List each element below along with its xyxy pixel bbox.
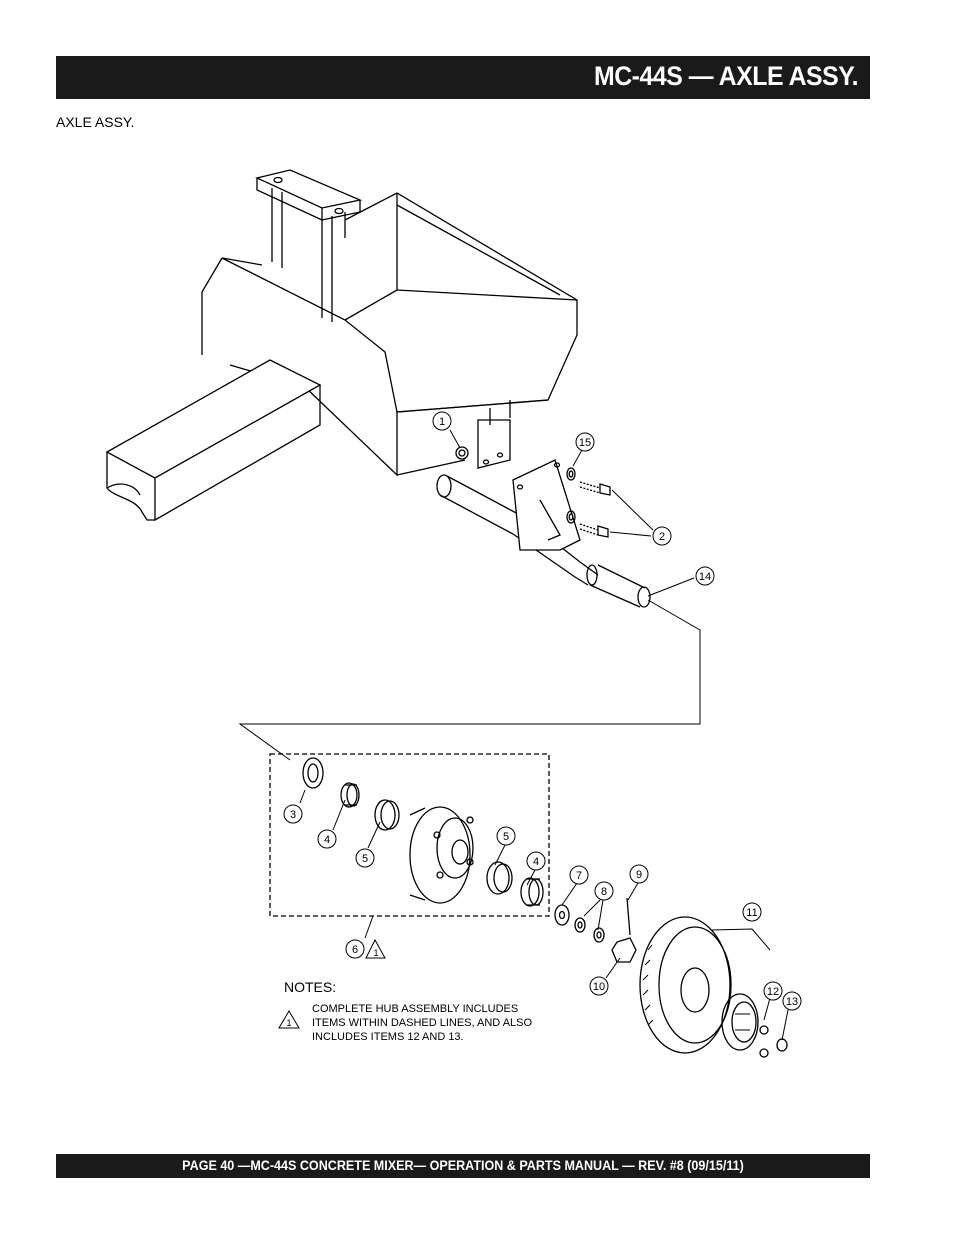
callout-5a: 5 <box>362 853 368 865</box>
callout-bubble-7 <box>569 865 589 885</box>
callout-1: 1 <box>439 416 445 428</box>
callout-bubble-13 <box>782 991 802 1011</box>
hub-note-symbol: 1 <box>373 948 378 958</box>
page-footer-text: PAGE 40 —MC-44S CONCRETE MIXER— OPERATIO… <box>182 1158 744 1173</box>
notes-heading: NOTES: <box>284 979 337 995</box>
note-line-2: ITEMS WITHIN DASHED LINES, AND ALSO <box>312 1017 533 1029</box>
callout-2: 2 <box>659 531 665 543</box>
callout-bubble-4b <box>526 851 546 871</box>
callout-bubble-2 <box>652 526 672 546</box>
callout-bubble-6 <box>345 939 365 959</box>
frame-tub <box>201 169 578 477</box>
callout-8: 8 <box>601 886 607 898</box>
hub-note-triangle <box>365 938 386 959</box>
callout-bubble-5a <box>355 848 375 868</box>
section-subtitle: AXLE ASSY. <box>56 114 135 130</box>
leader-lines <box>238 429 789 1041</box>
callout-14: 14 <box>699 571 711 583</box>
spindle-hardware <box>554 897 637 963</box>
axle-tube <box>436 474 651 608</box>
callout-bubble-4a <box>317 829 337 849</box>
hub-parts <box>302 757 544 907</box>
callout-3: 3 <box>290 809 296 821</box>
callout-12: 12 <box>767 986 779 998</box>
note-line-3: INCLUDES ITEMS 12 AND 13. <box>312 1031 464 1043</box>
callout-bubble-9 <box>629 864 649 884</box>
callout-9: 9 <box>636 869 642 881</box>
callout-bubble-5b <box>496 826 516 846</box>
callout-5b: 5 <box>503 831 509 843</box>
callout-bubble-10 <box>589 976 609 996</box>
callout-7: 7 <box>576 870 582 882</box>
callout-labels: 1 15 2 14 3 4 5 5 4 6 1 7 8 9 10 11 12 1… <box>290 416 798 1008</box>
callout-10: 10 <box>593 981 605 993</box>
page-title: MC-44S — AXLE ASSY. <box>593 61 859 91</box>
note-body: COMPLETE HUB ASSEMBLY INCLUDES ITEMS WIT… <box>312 1002 582 1044</box>
note-symbol: 1 <box>286 1018 291 1028</box>
callout-6: 6 <box>352 944 358 956</box>
callout-11: 11 <box>746 907 757 919</box>
note-line-1: COMPLETE HUB ASSEMBLY INCLUDES <box>312 1003 519 1015</box>
callout-bubble-11 <box>742 902 762 922</box>
mount-hardware <box>455 446 611 538</box>
callout-bubble-12 <box>763 981 783 1001</box>
note-triangle-icon: 1 <box>278 1010 300 1029</box>
callout-15: 15 <box>579 437 591 449</box>
axle-bracket <box>477 400 581 551</box>
callout-bubble-8 <box>594 881 614 901</box>
callout-bubbles <box>283 411 802 1011</box>
hub-assembly-dashed-box <box>269 753 550 917</box>
page-header-bar: MC-44S — AXLE ASSY. <box>56 56 870 99</box>
callout-bubble-14 <box>695 566 715 586</box>
callout-4a: 4 <box>324 834 330 846</box>
tire-wheel <box>639 916 788 1058</box>
callout-4b: 4 <box>533 856 539 868</box>
page-footer-bar: PAGE 40 —MC-44S CONCRETE MIXER— OPERATIO… <box>56 1154 870 1178</box>
callout-bubble-3 <box>283 804 303 824</box>
callout-13: 13 <box>786 996 798 1008</box>
callout-bubble-15 <box>575 432 595 452</box>
callout-bubble-1 <box>432 411 452 431</box>
tongue-beam <box>105 359 322 522</box>
